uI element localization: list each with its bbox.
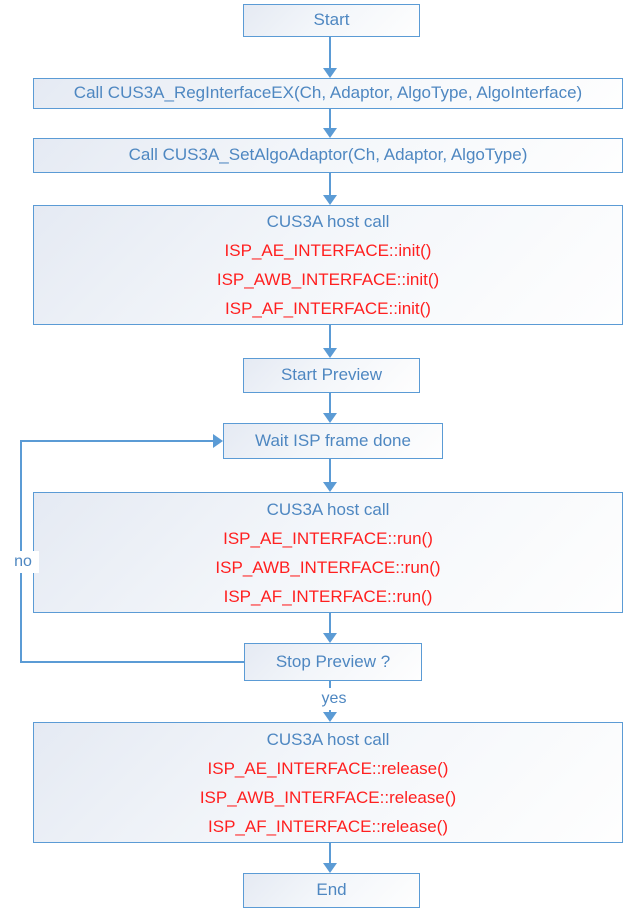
node-host-run-title: CUS3A host call (266, 499, 390, 519)
node-host-release: CUS3A host call ISP_AE_INTERFACE::releas… (33, 722, 623, 843)
flow-arrow (323, 393, 337, 423)
node-host-init-line-1: ISP_AE_INTERFACE::init() (224, 241, 432, 260)
edge-label-no: no (7, 551, 39, 573)
node-host-init: CUS3A host call ISP_AE_INTERFACE::init()… (33, 205, 623, 325)
arrow-down-icon (323, 68, 337, 78)
node-start-preview-label: Start Preview (280, 365, 383, 385)
node-start-preview: Start Preview (243, 358, 420, 393)
arrow-shaft (329, 325, 331, 348)
arrow-shaft (329, 173, 331, 195)
flow-arrow (323, 459, 337, 492)
node-set-adaptor-label: Call CUS3A_SetAlgoAdaptor(Ch, Adaptor, A… (128, 145, 528, 165)
arrow-down-icon (323, 413, 337, 423)
arrow-down-icon (323, 195, 337, 205)
node-host-release-title: CUS3A host call (266, 729, 390, 749)
no-loop-bottom-segment (21, 661, 244, 663)
node-stop-preview: Stop Preview ? (244, 643, 422, 681)
node-stop-preview-label: Stop Preview ? (275, 651, 391, 671)
arrow-down-icon (323, 863, 337, 873)
arrow-shaft (329, 393, 331, 413)
node-set-adaptor: Call CUS3A_SetAlgoAdaptor(Ch, Adaptor, A… (33, 138, 623, 173)
flow-arrow (323, 37, 337, 78)
node-reg-interface-label: Call CUS3A_RegInterfaceEX(Ch, Adaptor, A… (73, 83, 583, 103)
arrow-shaft (329, 109, 331, 128)
arrow-down-icon (323, 482, 337, 492)
node-wait-frame: Wait ISP frame done (223, 423, 443, 459)
arrow-down-icon (323, 633, 337, 643)
node-end: End (243, 873, 420, 908)
node-host-run: CUS3A host call ISP_AE_INTERFACE::run() … (33, 492, 623, 613)
node-host-run-line-2: ISP_AWB_INTERFACE::run() (215, 557, 441, 577)
arrow-shaft (329, 37, 331, 68)
node-host-run-line-3: ISP_AF_INTERFACE::run() (223, 586, 433, 606)
node-host-init-title: CUS3A host call (266, 212, 390, 231)
node-host-release-line-2: ISP_AWB_INTERFACE::release() (199, 787, 457, 807)
node-end-label: End (316, 880, 347, 900)
node-host-init-line-2: ISP_AWB_INTERFACE::init() (216, 270, 440, 289)
arrow-shaft (329, 613, 331, 633)
arrow-down-icon (323, 128, 337, 138)
flow-arrow (323, 109, 337, 138)
flow-arrow (323, 325, 337, 358)
node-host-release-line-3: ISP_AF_INTERFACE::release() (208, 816, 448, 836)
no-loop-top-segment (21, 440, 213, 442)
node-wait-frame-label: Wait ISP frame done (255, 430, 411, 450)
arrow-shaft (329, 843, 331, 863)
node-host-release-line-1: ISP_AE_INTERFACE::release() (207, 758, 449, 778)
node-start: Start (243, 4, 420, 37)
node-reg-interface: Call CUS3A_RegInterfaceEX(Ch, Adaptor, A… (33, 78, 623, 109)
node-host-run-line-1: ISP_AE_INTERFACE::run() (223, 528, 433, 548)
flow-arrow (323, 173, 337, 205)
edge-label-yes: yes (315, 688, 353, 710)
arrow-down-icon (323, 712, 337, 722)
arrow-down-icon (323, 348, 337, 358)
arrow-shaft (329, 459, 331, 482)
flow-arrow (323, 843, 337, 873)
node-start-label: Start (313, 10, 350, 30)
flow-arrow (323, 613, 337, 643)
node-host-init-line-3: ISP_AF_INTERFACE::init() (225, 299, 431, 318)
arrow-right-icon (213, 434, 223, 448)
